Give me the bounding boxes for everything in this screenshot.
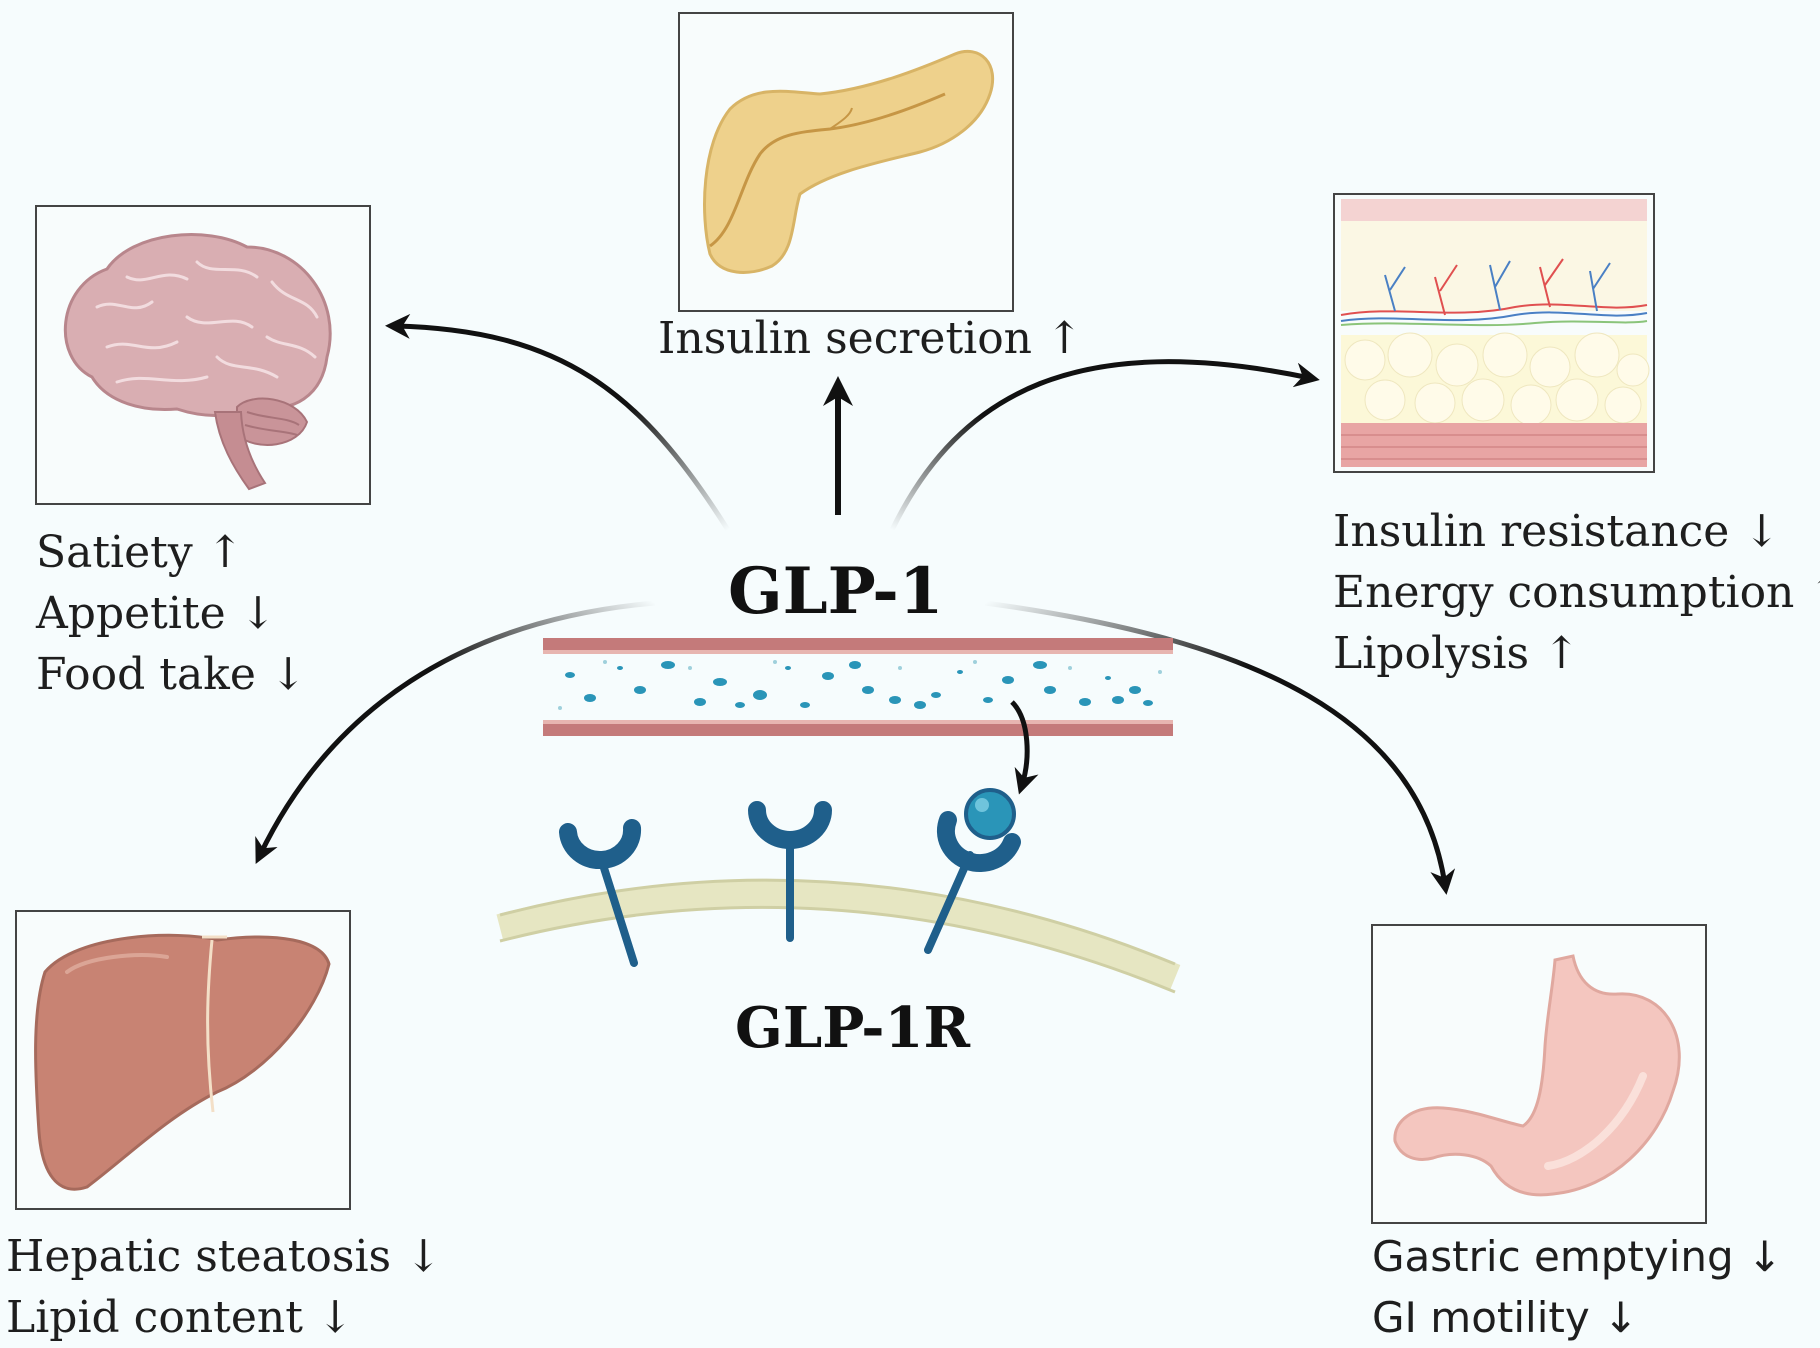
- stomach-icon: [1393, 954, 1681, 1197]
- stomach-effect-2: GI motility ↓: [1372, 1293, 1639, 1342]
- receptor-middle: [748, 801, 832, 942]
- brain-panel: [35, 205, 371, 505]
- arrow-to-liver: [255, 600, 656, 865]
- adipose-tissue-icon: [1340, 199, 1650, 467]
- blood-vessel: [543, 638, 1173, 736]
- adipose-effect-1: Insulin resistance ↓: [1333, 506, 1781, 557]
- adipose-panel: [1333, 193, 1655, 473]
- binding-arrow: [1010, 700, 1039, 795]
- stomach-effect-1: Gastric emptying ↓: [1372, 1232, 1783, 1281]
- brain-icon: [63, 233, 332, 491]
- brain-effect-3: Food take ↓: [36, 649, 307, 700]
- adipose-effect-2: Energy consumption ↑: [1333, 567, 1820, 618]
- stomach-panel: [1371, 924, 1707, 1224]
- cell-membrane: [496, 878, 1181, 994]
- arrow-to-brain: [385, 313, 731, 532]
- arrow-to-adipose: [889, 359, 1320, 532]
- glp1-receptors: [559, 788, 1021, 967]
- receptor-left: [559, 819, 642, 967]
- glp1-particles: [565, 661, 1153, 709]
- arrow-to-stomach: [984, 600, 1456, 895]
- liver-effects: Hepatic steatosis ↓ Lipid content ↓: [6, 1226, 442, 1348]
- pancreas-icon: [703, 49, 995, 274]
- stomach-effects: Gastric emptying ↓ GI motility ↓: [1372, 1226, 1782, 1348]
- liver-effect-2: Lipid content ↓: [6, 1292, 354, 1343]
- glp1r-title: GLP-1R: [735, 995, 970, 1061]
- adipose-effect-3: Lipolysis ↑: [1333, 628, 1580, 679]
- brain-effects: Satiety ↑ Appetite ↓ Food take ↓: [36, 522, 307, 705]
- glp1-title: GLP-1: [728, 554, 944, 629]
- liver-effect-1: Hepatic steatosis ↓: [6, 1231, 442, 1282]
- pancreas-effect-1: Insulin secretion ↑: [658, 313, 1083, 364]
- liver-icon: [34, 933, 331, 1191]
- brain-effect-1: Satiety ↑: [36, 527, 244, 578]
- brain-effect-2: Appetite ↓: [36, 588, 277, 639]
- pancreas-effects: Insulin secretion ↑: [658, 308, 1083, 369]
- pancreas-panel: [678, 12, 1014, 312]
- liver-panel: [15, 910, 351, 1210]
- adipose-effects: Insulin resistance ↓ Energy consumption …: [1333, 501, 1820, 684]
- receptor-right-bound: [924, 788, 1021, 954]
